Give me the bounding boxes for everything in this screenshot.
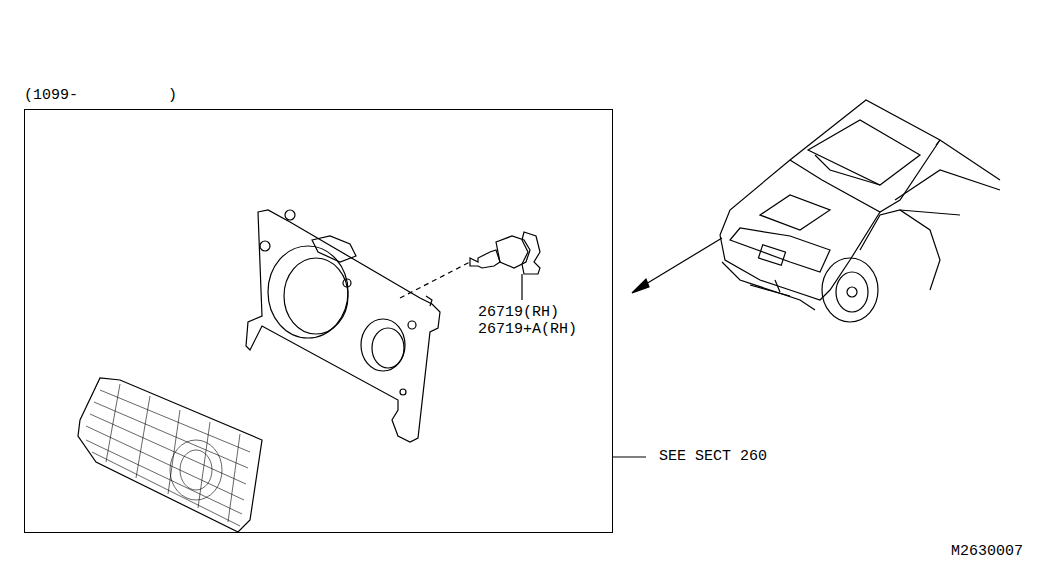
drawing-number: M2630007	[951, 543, 1023, 560]
date-range: (1099- )	[24, 87, 177, 104]
leader-line	[613, 456, 646, 457]
vehicle	[720, 100, 1000, 322]
hole	[260, 241, 270, 251]
bulb-glass	[470, 250, 500, 268]
bulb-base	[496, 236, 530, 268]
bracket	[246, 210, 440, 442]
hole	[400, 389, 406, 395]
motor	[312, 236, 356, 262]
hole	[285, 210, 295, 220]
callout-number: 26719+A(RH)	[478, 321, 577, 338]
foglamp-opening	[372, 328, 404, 368]
arrowhead	[632, 279, 649, 293]
hole	[408, 321, 416, 329]
lamp-lens	[78, 378, 262, 532]
view-arrow	[636, 238, 722, 290]
lens-hatching	[86, 384, 250, 526]
section-reference: SEE SECT 260	[659, 448, 767, 465]
bulb-connector	[522, 232, 540, 274]
callout-number: 26719(RH)	[478, 304, 559, 321]
assembly-line	[400, 262, 470, 298]
leader-line	[521, 274, 522, 300]
foglamp-opening	[361, 319, 405, 371]
tab	[426, 296, 432, 306]
headlamp-opening	[284, 258, 348, 334]
